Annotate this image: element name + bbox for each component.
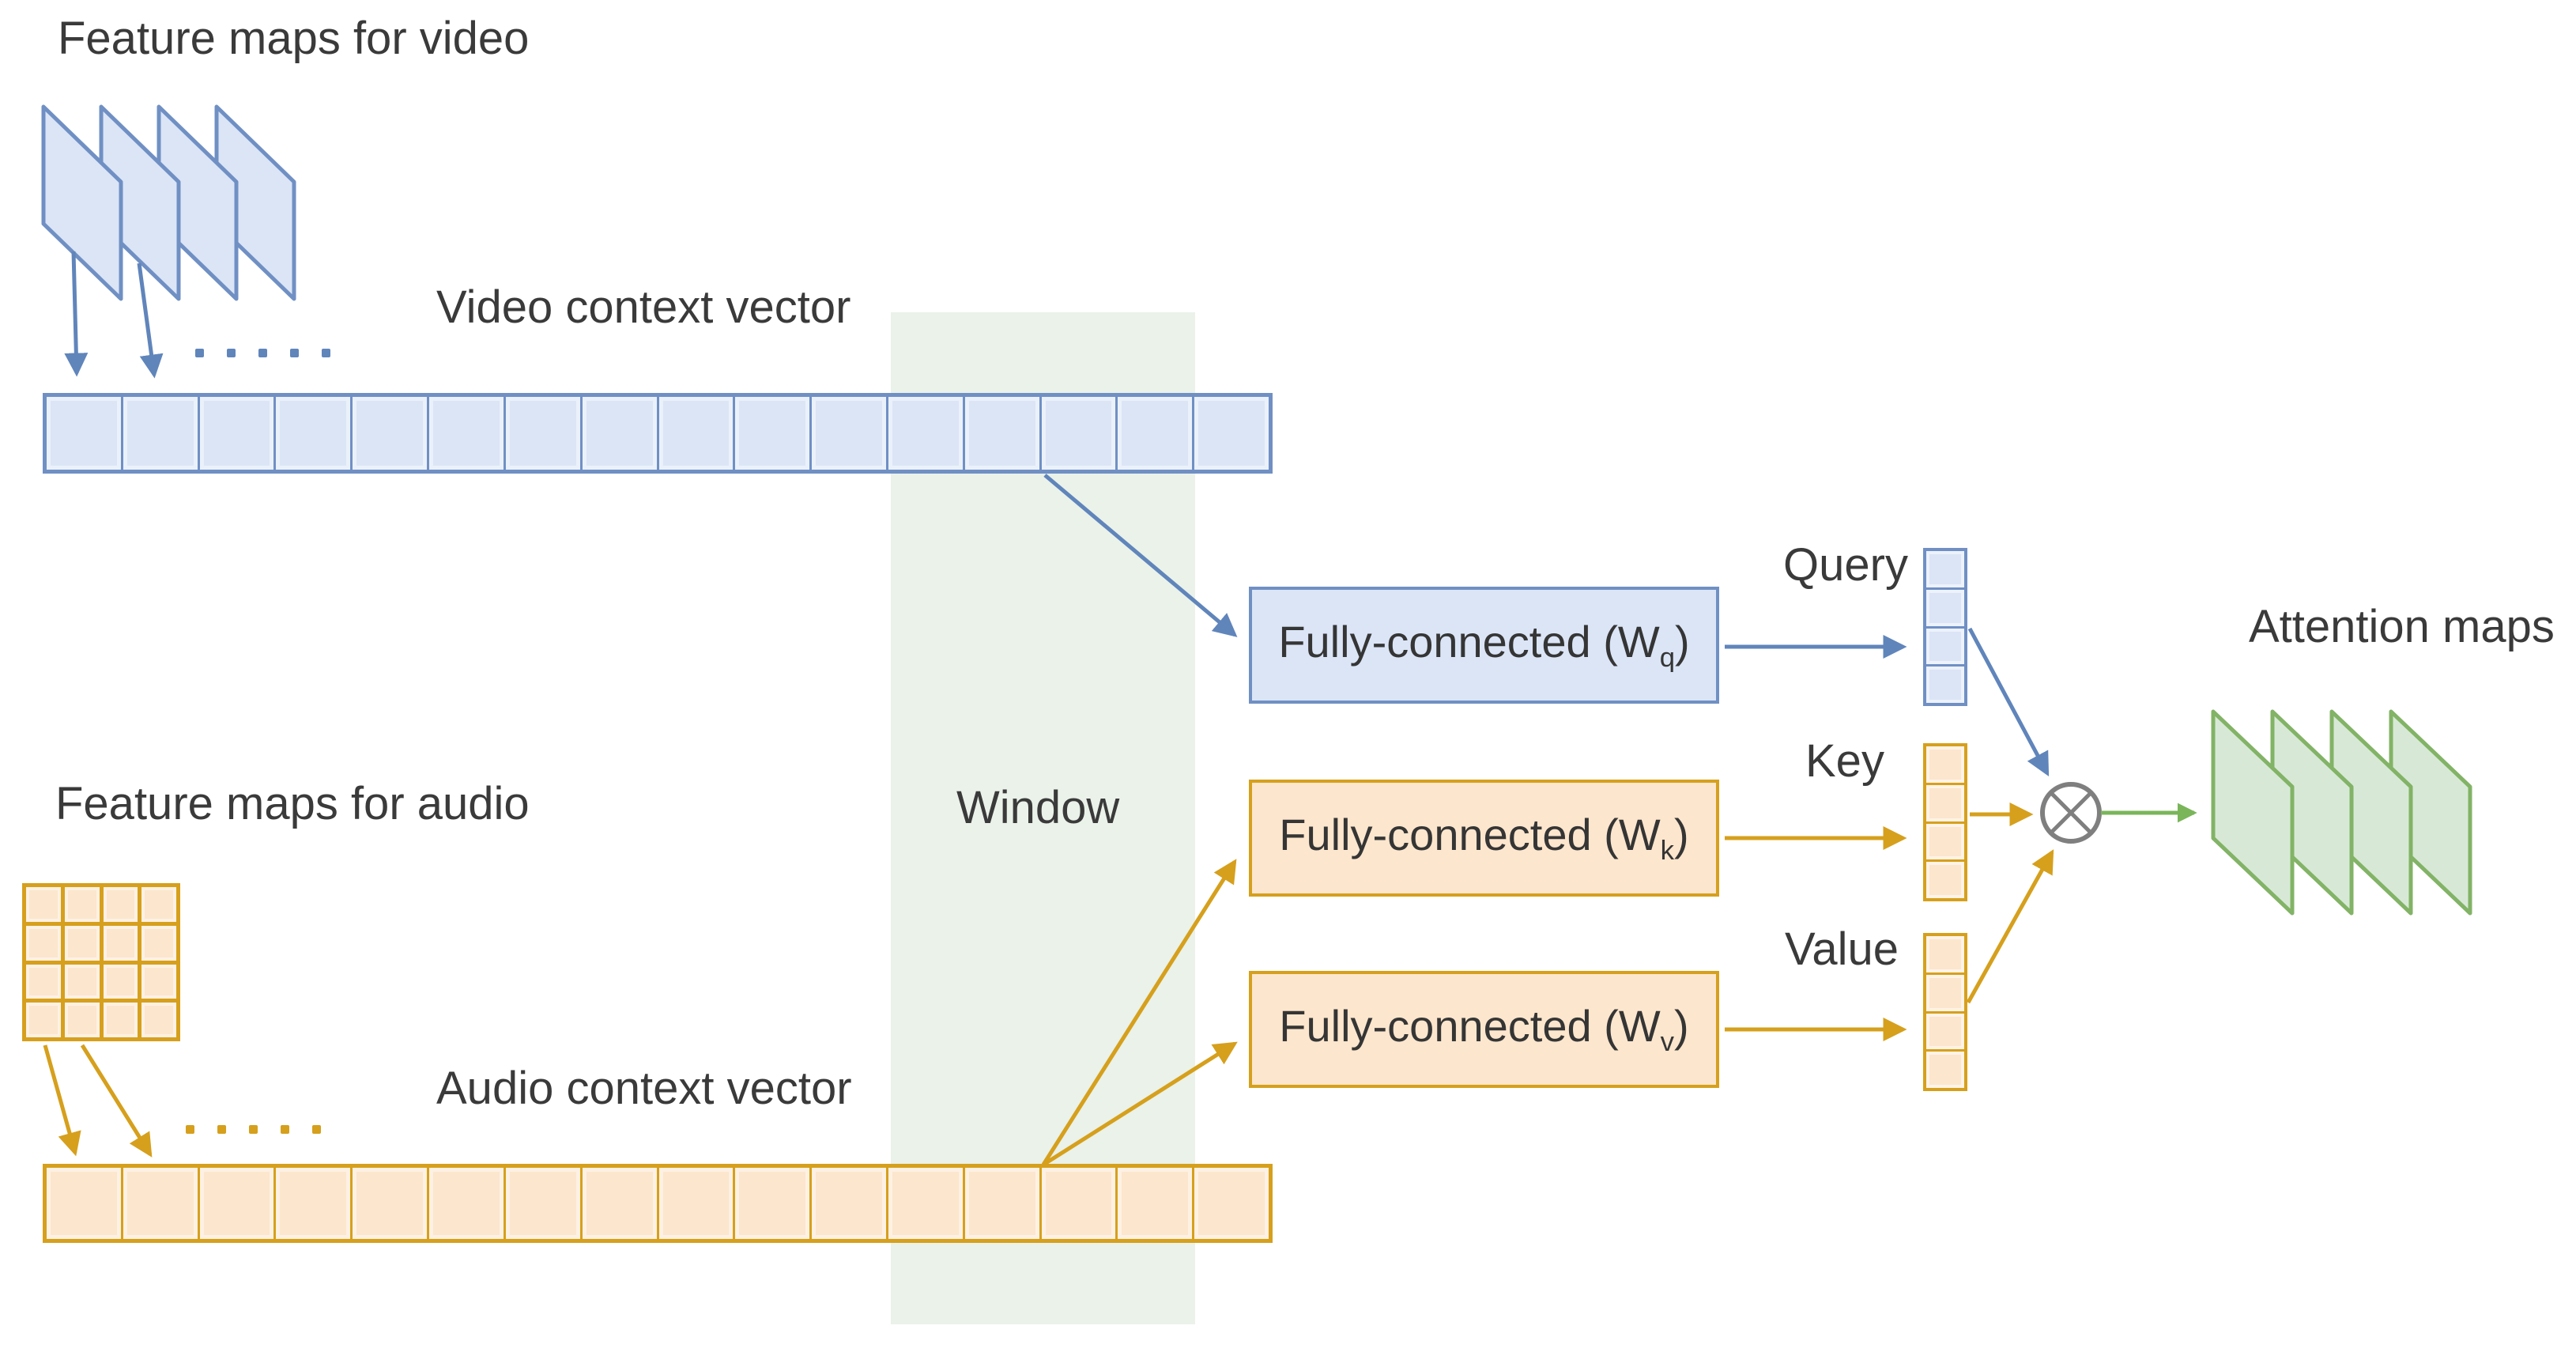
audio-grid-cell — [26, 1003, 61, 1037]
video-context-vector-bar — [43, 393, 1273, 474]
audio-context-vector-bar — [43, 1164, 1273, 1243]
fully-connected-wv-box: Fully-connected (Wv) — [1249, 971, 1719, 1088]
value-vector — [1923, 933, 1967, 1091]
video-vector-cell — [1039, 397, 1116, 470]
audio-grid-cell — [26, 964, 61, 999]
video-feature-maps-label: Feature maps for video — [58, 13, 530, 64]
audio-vector-cell — [809, 1168, 886, 1239]
audio-grid-cell — [103, 925, 138, 961]
audio-vector-cell — [197, 1168, 274, 1239]
video-vector-cell — [1192, 397, 1269, 470]
video-vector-cell — [197, 397, 274, 470]
video-vector-cell — [1115, 397, 1192, 470]
audio-vector-cell — [733, 1168, 809, 1239]
audio-vector-cell — [579, 1168, 657, 1239]
audio-grid-cell — [103, 964, 138, 999]
audio-grid-to-vector-arrow — [80, 1044, 153, 1158]
fully-connected-wk-box: Fully-connected (Wk) — [1249, 780, 1719, 897]
video-vector-cell — [120, 397, 198, 470]
audio-grid-cell — [64, 887, 100, 922]
audio-vector-cell — [1115, 1168, 1192, 1239]
video-vector-cell — [427, 397, 504, 470]
matrix-multiply-icon — [2040, 782, 2102, 844]
value-to-operator-arrow — [1966, 849, 2054, 1004]
video-pane-to-vector-arrow — [137, 262, 164, 379]
audio-grid-cell — [103, 1003, 138, 1037]
audio-grid-cell — [141, 887, 176, 922]
audio-vector-cell — [427, 1168, 504, 1239]
audio-vector-cell — [120, 1168, 198, 1239]
audio-vector-cell — [1192, 1168, 1269, 1239]
key-vector-cell — [1926, 859, 1964, 898]
video-context-vector-label: Video context vector — [436, 281, 851, 333]
video-ellipsis-dots — [195, 349, 330, 357]
audio-context-vector-label: Audio context vector — [436, 1063, 852, 1114]
audio-vector-cell — [503, 1168, 580, 1239]
query-vector-cell — [1926, 625, 1964, 665]
audio-vector-cell — [885, 1168, 963, 1239]
video-vector-cell — [350, 397, 427, 470]
video-vector-cell — [579, 397, 657, 470]
key-vector-cell — [1926, 821, 1964, 860]
audio-vector-cell — [350, 1168, 427, 1239]
audio-feature-maps-grid — [22, 883, 180, 1041]
query-vector-cell — [1926, 551, 1964, 587]
video-vector-cell — [656, 397, 734, 470]
video-feature-pane — [214, 104, 296, 301]
attention-maps-label: Attention maps — [2249, 601, 2555, 652]
value-vector-cell — [1926, 1010, 1964, 1050]
audio-vector-cell — [1039, 1168, 1116, 1239]
attention-map-pane — [2270, 709, 2354, 916]
audio-vector-cell — [656, 1168, 734, 1239]
audio-ellipsis-dots — [186, 1125, 321, 1134]
key-vector-cell — [1926, 746, 1964, 783]
video-vector-cell — [962, 397, 1039, 470]
audio-grid-cell — [26, 925, 61, 961]
value-vector-cell — [1926, 1049, 1964, 1088]
video-vector-cell — [885, 397, 963, 470]
query-vector — [1923, 548, 1967, 706]
fully-connected-wq-box: Fully-connected (Wq) — [1249, 587, 1719, 704]
key-vector — [1923, 743, 1967, 901]
key-label: Key — [1805, 735, 1884, 787]
value-label: Value — [1785, 923, 1899, 975]
video-vector-cell — [809, 397, 886, 470]
video-feature-pane — [99, 104, 181, 301]
attention-map-pane — [2329, 709, 2413, 916]
audio-vector-cell — [962, 1168, 1039, 1239]
attention-maps-icon — [2211, 709, 2472, 916]
audio-grid-cell — [64, 964, 100, 999]
attention-map-pane — [2389, 709, 2472, 916]
value-vector-cell — [1926, 936, 1964, 972]
attention-map-pane — [2211, 709, 2295, 916]
video-vector-cell — [503, 397, 580, 470]
video-vector-cell — [47, 397, 121, 470]
audio-vector-cell — [273, 1168, 350, 1239]
audio-grid-cell — [26, 887, 61, 922]
query-label: Query — [1783, 539, 1908, 591]
window-label: Window — [956, 782, 1120, 833]
video-vector-cell — [733, 397, 809, 470]
key-vector-cell — [1926, 782, 1964, 821]
audio-grid-to-vector-arrow — [43, 1044, 81, 1157]
query-vector-cell — [1926, 587, 1964, 626]
audio-grid-cell — [64, 925, 100, 961]
audio-grid-cell — [64, 1003, 100, 1037]
video-feature-maps-icon — [41, 104, 296, 301]
video-feature-pane — [41, 104, 123, 301]
audio-feature-maps-label: Feature maps for audio — [55, 778, 530, 829]
value-vector-cell — [1926, 972, 1964, 1011]
audio-grid-cell — [141, 1003, 176, 1037]
query-vector-cell — [1926, 664, 1964, 703]
video-vector-cell — [273, 397, 350, 470]
audio-grid-cell — [141, 925, 176, 961]
audio-grid-cell — [141, 964, 176, 999]
query-to-operator-arrow — [1967, 627, 2050, 776]
video-feature-pane — [157, 104, 239, 301]
video-pane-to-vector-arrow — [64, 251, 89, 377]
audio-vector-cell — [47, 1168, 121, 1239]
audio-grid-cell — [103, 887, 138, 922]
